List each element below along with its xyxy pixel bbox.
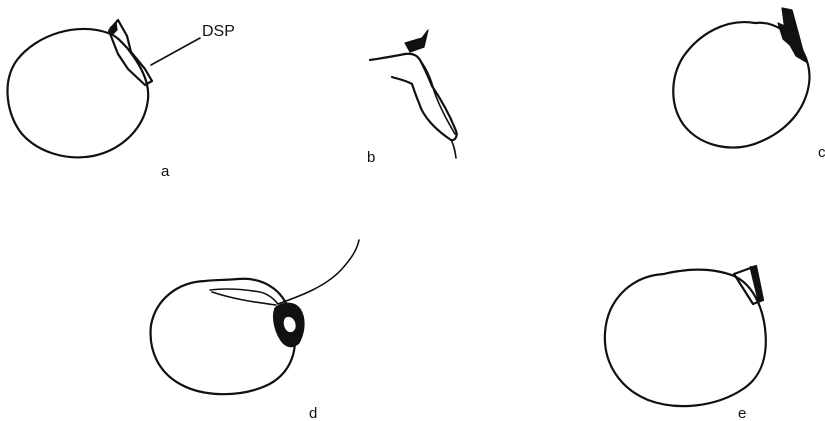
panel-label-c: c [818, 144, 825, 161]
vesicle-core-d [283, 316, 296, 333]
panel-d: d [149, 239, 360, 421]
stalk-tail-b [450, 139, 457, 159]
stalk-outline-b [368, 52, 458, 142]
panel-label-e: e [738, 405, 746, 421]
stalk-tip-b [404, 29, 429, 53]
stalk-inner-b [419, 59, 456, 135]
dsp-dark-edge [109, 21, 118, 36]
panel-label-b: b [367, 149, 375, 166]
panel-b: b [367, 29, 458, 166]
panel-e: e [603, 264, 767, 421]
cell-outline-d [149, 277, 297, 396]
cell-outline-a [6, 27, 150, 159]
cap-edge-e [749, 265, 764, 301]
dsp-label: DSP [202, 23, 235, 40]
panel-label-d: d [309, 405, 317, 421]
panel-c: c [672, 7, 825, 161]
process-branch-d [211, 291, 277, 306]
dsp-structure [107, 18, 154, 87]
dsp-leader-line [150, 37, 201, 66]
cell-outline-e [603, 268, 767, 408]
process-line-d [209, 239, 360, 305]
panel-a: DSP a [6, 18, 235, 180]
cap-shadow-c [777, 22, 791, 46]
panel-label-a: a [161, 163, 170, 180]
